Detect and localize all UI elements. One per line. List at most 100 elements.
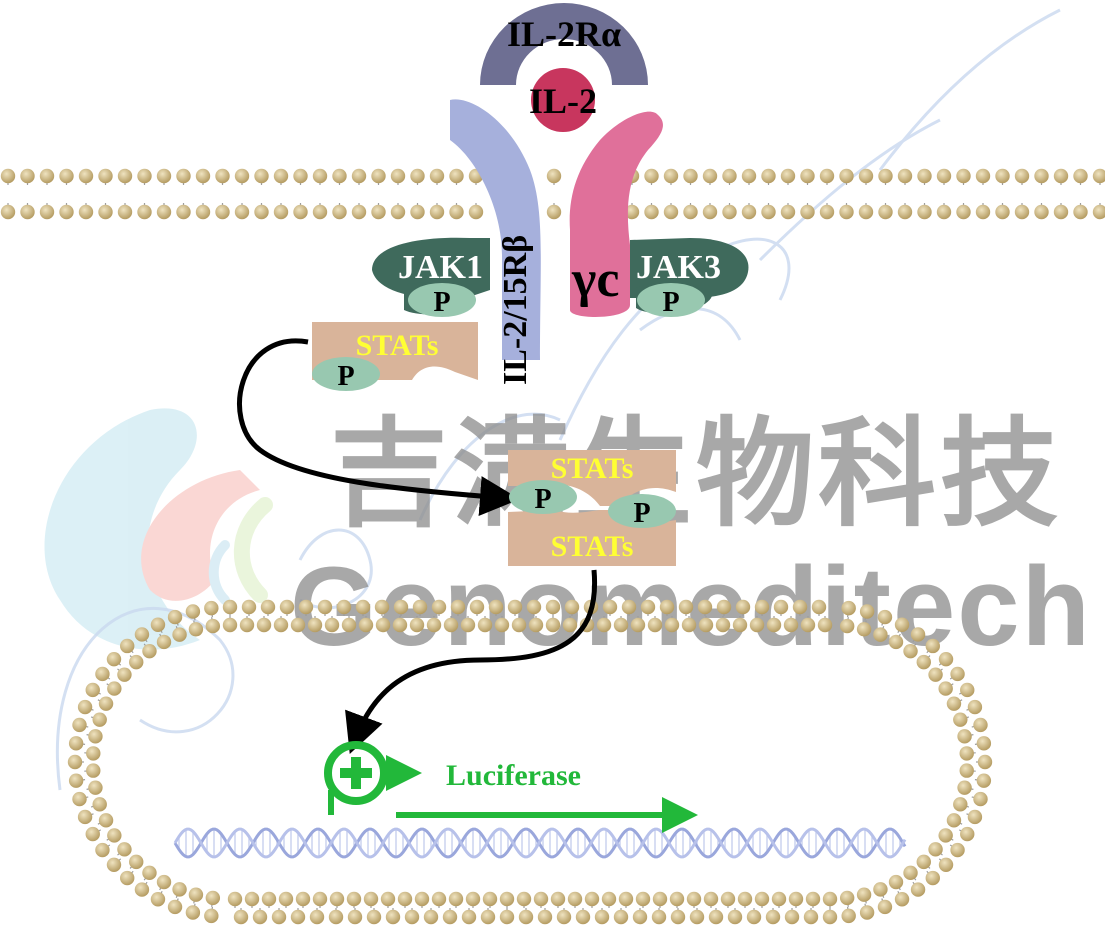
nucleus-lipid-inner-head: [86, 746, 101, 761]
nucleus-lipid-inner-head: [749, 617, 765, 633]
nucleus-lipid-inner-head: [129, 654, 144, 670]
nucleus-lipid-outer-head: [792, 599, 808, 615]
nucleus-lipid-outer-head: [461, 909, 477, 925]
nucleus-lipid-inner-head: [856, 887, 872, 902]
nucleus-lipid-inner-head: [465, 891, 481, 907]
plasma-lipid-bottom-head: [390, 204, 406, 220]
plasma-lipid-top-head: [1014, 168, 1030, 184]
plasma-lipid-bottom-head: [702, 204, 718, 220]
dna-strand-a: [173, 827, 907, 859]
il2ra-label: IL-2Rα: [507, 14, 621, 54]
nucleus-lipid-outer-head: [85, 826, 100, 842]
plasma-lipid-top-head: [702, 168, 718, 184]
plasma-lipid-bottom-head: [722, 204, 737, 220]
jak1-label: JAK1: [398, 249, 483, 286]
plasma-lipid-bottom-head: [156, 204, 172, 220]
plasma-lipid-top-head: [98, 168, 113, 184]
jak1-kinase: [372, 237, 490, 300]
nucleus-lipid-outer-head: [877, 609, 893, 625]
nucleus-lipid-inner-head: [800, 617, 816, 633]
nucleus-lipid-inner-head: [156, 634, 172, 650]
nucleus-lipid-inner-head: [698, 617, 714, 633]
plasma-lipid-bottom-head: [644, 204, 659, 220]
nucleus-lipid-inner-head: [533, 891, 549, 907]
plasma-lipid-top-head: [137, 168, 152, 184]
nucleus-lipid-outer-head: [594, 909, 610, 925]
plasma-lipid-bottom-head: [663, 204, 679, 220]
nucleus-lipid-inner-head: [686, 891, 702, 907]
plasma-lipid-bottom-head: [429, 204, 445, 220]
jak1-phosphate-label: P: [433, 287, 450, 318]
plasma-lipid-top-head: [956, 168, 971, 184]
nucleus-lipid-outer-head: [938, 652, 954, 667]
nucleus-lipid-inner-head: [732, 617, 748, 633]
nucleus-lipid-outer-head: [960, 682, 975, 698]
plasma-lipid-top-head: [0, 168, 16, 184]
nucleus-lipid-inner-head: [783, 617, 799, 633]
dna-strand-b: [173, 827, 907, 859]
nucleus-lipid-inner-head: [957, 780, 972, 795]
nucleus-lipid-outer-head: [564, 599, 580, 615]
nucleus-lipid-inner-head: [92, 712, 107, 727]
plasma-lipid-bottom-head: [858, 204, 874, 220]
nucleus-lipid-outer-head: [252, 909, 268, 925]
nucleus-lipid-inner-head: [601, 891, 617, 907]
plasma-lipid-bottom-head: [215, 204, 230, 220]
nucleus-lipid-outer-head: [77, 699, 93, 715]
nucleus-lipid-outer-head: [803, 909, 819, 925]
plasma-lipid-bottom-head: [234, 204, 250, 220]
promoter-icon: [324, 741, 422, 815]
nucleus-lipid-inner-head: [647, 617, 663, 633]
nucleus-lipid-outer-head: [976, 773, 992, 788]
nucleus-lipid-outer-head: [602, 599, 618, 615]
plasma-lipid-top-head: [800, 168, 815, 184]
nucleus-lipid-outer-head: [204, 908, 219, 924]
nucleus-lipid-inner-head: [681, 617, 697, 633]
nucleus-lipid-outer-head: [336, 599, 352, 615]
nucleus-lipid-inner-head: [129, 854, 144, 870]
plasma-lipid-top-head: [371, 168, 386, 184]
plasma-lipid-bottom-head: [195, 204, 211, 220]
nucleus-lipid-outer-head: [689, 909, 705, 925]
plasma-lipid-top-head: [644, 168, 659, 184]
nucleus-lipid-outer-head: [204, 600, 219, 616]
plasma-lipid-top-head: [195, 168, 211, 184]
plasma-lipid-bottom-head: [293, 204, 308, 220]
stats-dimer-phosphate-left: [509, 480, 577, 514]
nucleus-lipid-outer-head: [659, 599, 675, 615]
nucleus-lipid-outer-head: [120, 638, 135, 654]
nucleus-lipid-outer-head: [366, 909, 382, 925]
nucleus-lipid-outer-head: [68, 736, 84, 751]
nucleus-lipid-inner-head: [817, 617, 833, 633]
nucleus-lipid-outer-head: [393, 599, 409, 615]
plasma-lipid-top-head: [917, 168, 932, 184]
plasma-lipid-bottom-head: [332, 204, 347, 220]
nucleus-lipid-outer-head: [298, 599, 314, 615]
nucleus-lipid-outer-head: [811, 599, 827, 615]
nucleus-lipid-inner-head: [903, 865, 918, 881]
il2-ligand: [531, 68, 595, 132]
plasma-lipid-top-head: [59, 168, 74, 184]
plasma-lipid-top-head: [722, 168, 737, 184]
plasma-lipid-top-head: [449, 168, 464, 184]
nucleus-lipid-inner-head: [244, 891, 260, 907]
stats-monomer-phosphate: [312, 357, 380, 391]
nucleus-lipid-inner-head: [916, 854, 931, 870]
nucleus-lipid-outer-head: [488, 599, 504, 615]
nucleus-lipid-inner-head: [938, 828, 953, 843]
nucleus-lipid-inner-head: [392, 617, 408, 633]
nucleus-lipid-outer-head: [134, 627, 150, 642]
nucleus-lipid-outer-head: [309, 909, 325, 925]
nucleus-lipid-outer-head: [841, 908, 856, 924]
plasma-lipid-top-head: [176, 168, 191, 184]
nucleus-lipid-outer-head: [977, 754, 993, 770]
nucleus-lipid-inner-head: [766, 617, 782, 633]
plasma-lipid-top-head: [975, 168, 991, 184]
nucleus-lipid-outer-head: [120, 870, 135, 886]
nucleus-lipid-inner-head: [222, 617, 238, 633]
nucleus-lipid-inner-head: [737, 891, 753, 907]
nucleus-lipid-inner-head: [664, 617, 680, 633]
plasma-lipid-bottom-head: [468, 204, 484, 220]
nucleus-lipid-inner-head: [946, 696, 962, 711]
nucleus-lipid-outer-head: [317, 599, 333, 615]
